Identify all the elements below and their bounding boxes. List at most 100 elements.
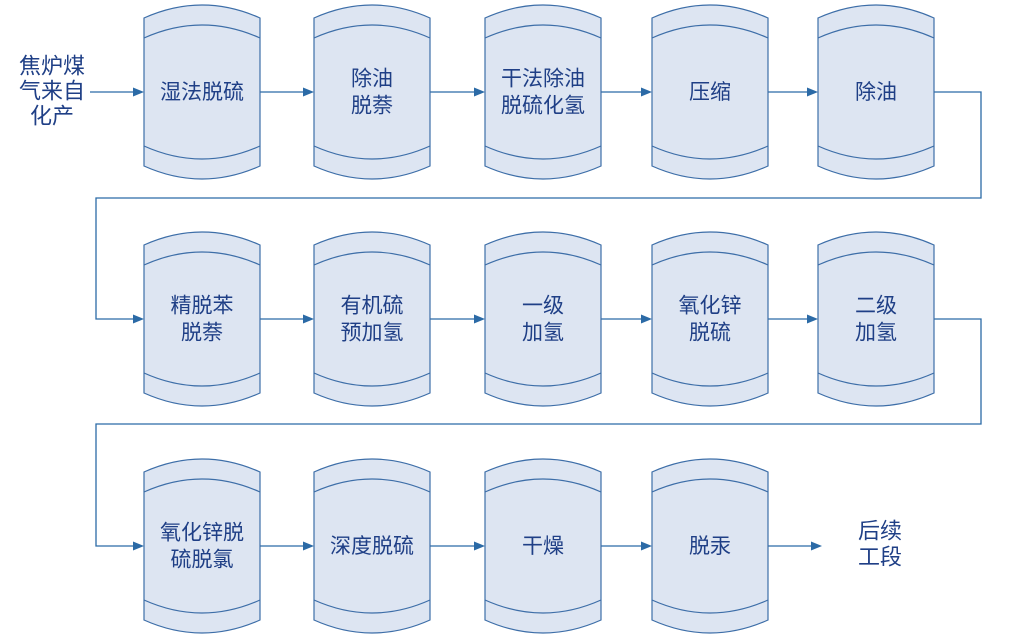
vessel-bottom-seam [313,145,431,160]
row-wrap-connector-1 [95,91,982,324]
vessel-body [484,231,602,407]
flow-connectors [90,87,982,551]
vessel-top-seam [651,478,769,493]
arrow-2-2 [430,314,485,324]
stage-label: 除油 [855,80,897,104]
vessel-bottom-seam [143,145,261,160]
vessel-bottom-seam [313,372,431,387]
stage-label: 干燥 [522,534,564,558]
stage-label: 压缩 [689,80,731,104]
vessel-top-seam [484,24,602,39]
vessel-top-seam [143,478,261,493]
vessel-body [313,4,431,180]
vessel-bottom-seam [143,372,261,387]
stage-label: 氧化锌脱 [160,521,244,545]
vessel-top-seam [651,24,769,39]
vessel-bottom-seam [817,372,935,387]
arrow-1-2 [430,87,485,97]
stage-label: 湿法脱硫 [160,80,244,104]
stage-label: 有机硫 [341,294,404,318]
stage-label: 脱萘 [351,94,393,118]
stage-label: 预加氢 [341,321,404,345]
stage-label: 硫脱氯 [171,548,234,572]
vessel-top-seam [143,251,261,266]
vessel-body [143,231,261,407]
svg-text:化产: 化产 [30,105,74,130]
stage-label: 干法除油 [501,67,585,91]
vessel-body [817,231,935,407]
process-vessels: 湿法脱硫除油脱萘干法除油脱硫化氢压缩除油精脱苯脱萘有机硫预加氢一级加氢氧化锌脱硫… [143,4,935,634]
stage-label: 除油 [351,67,393,91]
svg-text:焦炉煤: 焦炉煤 [19,55,85,80]
stage-label: 氧化锌 [679,294,742,318]
vessel-top-seam [313,251,431,266]
stage-label: 脱硫化氢 [501,94,585,118]
stage-label: 二级 [855,294,897,318]
vessel-bottom-seam [651,599,769,614]
stage-label: 脱汞 [689,534,731,558]
stage-label: 一级 [522,294,564,318]
vessel-top-seam [143,24,261,39]
vessel-bottom-seam [484,372,602,387]
vessel-body [817,4,935,180]
vessel-body [143,458,261,634]
arrow-output [768,541,822,551]
vessel-top-seam [817,24,935,39]
svg-text:后续: 后续 [858,520,902,545]
stage-label: 深度脱硫 [330,534,414,558]
arrow-1-1 [260,87,314,97]
vessel-body [484,4,602,180]
stage-label: 脱硫 [689,321,731,345]
vessel-body [143,4,261,180]
vessel-body [484,458,602,634]
vessel-3-3: 干燥 [484,458,602,634]
vessel-bottom-seam [817,145,935,160]
vessel-bottom-seam [651,145,769,160]
vessel-1-4: 压缩 [651,4,769,180]
vessel-body [651,458,769,634]
vessel-3-2: 深度脱硫 [313,458,431,634]
arrow-3-1 [260,541,314,551]
vessel-bottom-seam [484,599,602,614]
vessel-body [313,231,431,407]
arrow-3-2 [430,541,485,551]
svg-text:工段: 工段 [858,546,902,571]
arrow-2-4 [768,314,818,324]
arrow-3-3 [601,541,652,551]
arrow-2-1 [260,314,314,324]
stage-label: 精脱苯 [171,294,234,318]
vessel-body [313,458,431,634]
row-wrap-connector-2 [95,318,982,551]
vessel-top-seam [651,251,769,266]
arrow-input [90,87,144,97]
stage-label: 加氢 [855,321,897,345]
vessel-top-seam [817,251,935,266]
vessel-body [651,4,769,180]
vessel-top-seam [484,478,602,493]
vessel-top-seam [484,251,602,266]
vessel-1-1: 湿法脱硫 [143,4,261,180]
vessel-1-5: 除油 [817,4,935,180]
vessel-3-4: 脱汞 [651,458,769,634]
svg-text:气来自: 气来自 [19,80,85,105]
vessel-bottom-seam [651,372,769,387]
arrow-2-3 [601,314,652,324]
stage-label: 加氢 [522,321,564,345]
arrow-1-4 [768,87,818,97]
vessel-bottom-seam [143,599,261,614]
vessel-bottom-seam [484,145,602,160]
vessel-body [651,231,769,407]
arrow-1-3 [601,87,652,97]
vessel-top-seam [313,478,431,493]
